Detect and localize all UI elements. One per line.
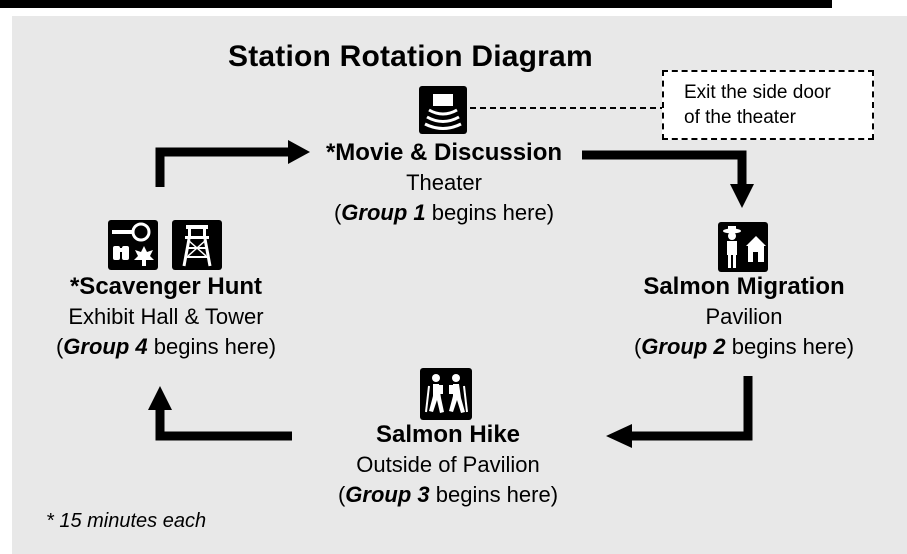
arrow-migration-to-hike bbox=[630, 376, 753, 441]
arrow-hike-to-scavenger bbox=[155, 408, 292, 441]
callout-line-1: Exit the side door bbox=[684, 82, 831, 103]
ranger-station-icon bbox=[718, 222, 768, 272]
station-group: Group 3 bbox=[345, 482, 430, 507]
arrowhead-to-scavenger bbox=[148, 386, 172, 410]
station-salmon-migration: Salmon Migration Pavilion (Group 2 begin… bbox=[594, 272, 894, 362]
station-group: Group 2 bbox=[641, 334, 726, 359]
station-group-suffix: begins here) bbox=[429, 482, 559, 507]
station-salmon-hike: Salmon Hike Outside of Pavilion (Group 3… bbox=[298, 420, 598, 510]
station-name: *Movie & Discussion bbox=[325, 139, 563, 166]
station-movie: *Movie & Discussion Theater (Group 1 beg… bbox=[294, 138, 594, 228]
station-group-suffix: begins here) bbox=[725, 334, 855, 359]
arrowhead-to-hike bbox=[606, 424, 632, 448]
station-location: Outside of Pavilion bbox=[356, 452, 540, 477]
top-border-bar bbox=[0, 0, 832, 8]
callout-box: Exit the side door of the theater bbox=[662, 70, 874, 140]
lookout-tower-icon bbox=[172, 220, 222, 270]
arrowhead-to-movie bbox=[288, 140, 310, 164]
station-name: Salmon Migration bbox=[643, 273, 845, 300]
station-location: Theater bbox=[406, 170, 482, 195]
station-group: Group 1 bbox=[341, 200, 426, 225]
station-group-note: (Group 3 begins here) bbox=[337, 482, 559, 507]
station-name: Salmon Hike bbox=[375, 421, 521, 448]
arrowhead-to-migration bbox=[730, 184, 754, 208]
station-scavenger-hunt: *Scavenger Hunt Exhibit Hall & Tower (Gr… bbox=[16, 272, 316, 362]
nature-study-icon bbox=[108, 220, 158, 270]
hikers-icon bbox=[420, 368, 472, 420]
station-group: Group 4 bbox=[63, 334, 148, 359]
station-group-note: (Group 4 begins here) bbox=[55, 334, 277, 359]
arrow-scavenger-to-movie bbox=[155, 147, 290, 187]
arrow-movie-to-migration bbox=[582, 150, 747, 186]
station-group-suffix: begins here) bbox=[425, 200, 555, 225]
diagram-title: Station Rotation Diagram bbox=[228, 40, 593, 73]
callout-line-2: of the theater bbox=[684, 107, 796, 128]
station-name: *Scavenger Hunt bbox=[69, 273, 263, 300]
station-group-suffix: begins here) bbox=[147, 334, 277, 359]
station-location: Pavilion bbox=[705, 304, 783, 329]
footnote: * 15 minutes each bbox=[46, 510, 207, 532]
station-location: Exhibit Hall & Tower bbox=[68, 304, 264, 329]
station-group-note: (Group 1 begins here) bbox=[333, 200, 555, 225]
station-group-note: (Group 2 begins here) bbox=[633, 334, 855, 359]
theater-icon bbox=[419, 86, 467, 134]
